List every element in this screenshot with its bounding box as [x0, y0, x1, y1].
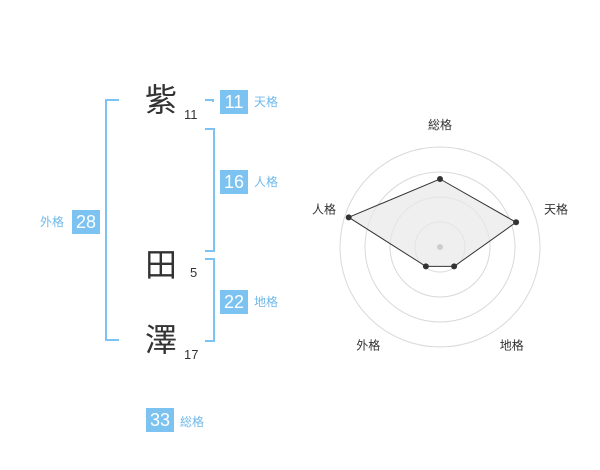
- chi-bracket: [205, 258, 215, 342]
- ten-kaku-value: 11: [220, 90, 248, 114]
- radar-point-0: [437, 176, 443, 182]
- jin-kaku-label: 人格: [254, 175, 279, 189]
- name-char-1-strokes: 11: [184, 107, 198, 122]
- radar-ring-3: [364, 171, 516, 323]
- radar-point-4: [345, 214, 352, 221]
- jin-bracket: [205, 128, 215, 252]
- jin-kaku-value: 16: [220, 170, 248, 194]
- ten-bracket: [205, 99, 214, 102]
- radar-axis-label-3: 外格: [356, 338, 380, 353]
- name-char-2: 田: [145, 246, 178, 284]
- gai-kaku-label: 外格: [40, 215, 65, 229]
- outer-bracket: [105, 99, 119, 341]
- radar-points: [345, 176, 520, 270]
- radar-point-3: [422, 263, 429, 270]
- chi-kaku-label: 地格: [254, 295, 279, 309]
- sou-kaku-value: 33: [146, 408, 174, 432]
- radar-ring-4: [339, 146, 541, 348]
- name-char-1: 紫: [145, 81, 178, 119]
- radar-axis-label-0: 総格: [428, 117, 452, 132]
- radar-axis-label-2: 地格: [500, 338, 524, 353]
- sou-kaku-label: 総格: [180, 415, 205, 429]
- chi-kaku-value: 22: [220, 290, 248, 314]
- radar-point-1: [513, 219, 520, 226]
- gai-kaku-value: 28: [72, 210, 100, 234]
- name-char-3: 澤: [145, 321, 178, 359]
- radar-axis-label-1: 天格: [544, 201, 568, 216]
- ten-kaku-label: 天格: [254, 95, 279, 109]
- name-char-3-strokes: 17: [184, 347, 199, 362]
- radar-point-2: [451, 263, 458, 270]
- radar-polygon: [347, 178, 518, 267]
- name-char-2-strokes: 5: [190, 265, 198, 280]
- radar-axis-label-4: 人格: [312, 201, 336, 216]
- radar-center: [437, 244, 443, 250]
